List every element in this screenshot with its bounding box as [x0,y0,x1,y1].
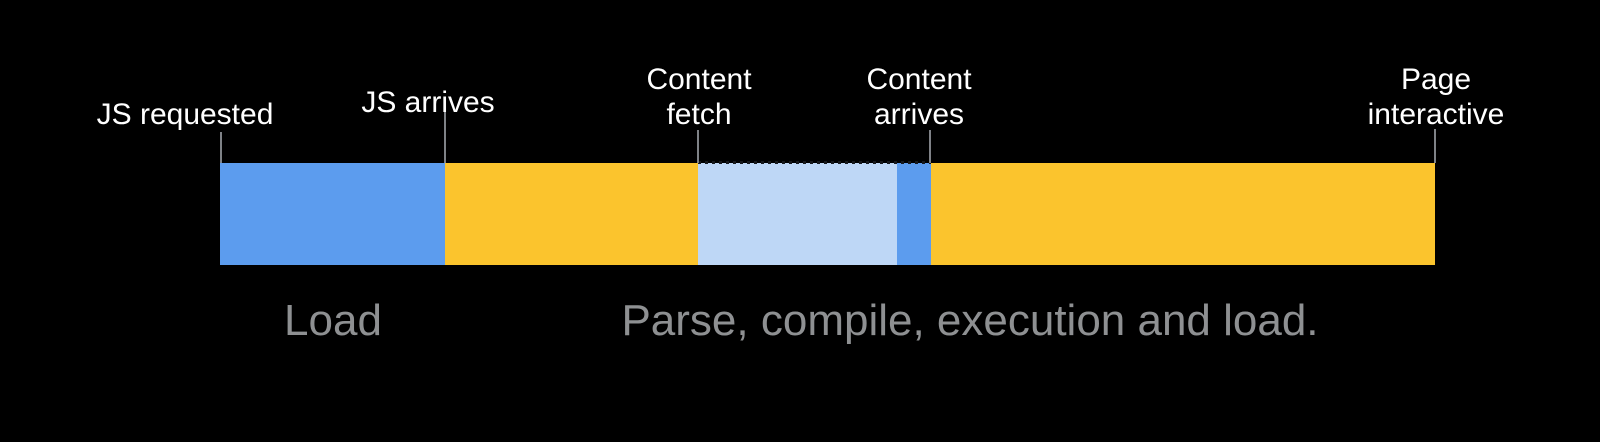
phase-label-load: Load [284,296,382,345]
segment-execution-load [931,163,1435,265]
event-tick-js-requested [220,132,222,163]
event-tick-page-interactive [1434,129,1436,163]
event-tick-js-arrives [444,112,446,163]
event-label-line: JS arrives [361,86,495,119]
event-label-line: Page [1400,63,1472,96]
segment-parse-compile [445,163,698,265]
segment-content-blue [897,163,931,265]
event-tick-content-fetch [697,130,699,163]
event-label-line: JS requested [96,98,274,131]
segment-content-fetch [698,163,897,265]
event-tick-content-arrives [929,130,931,163]
event-label-js-arrives: JS arrives [361,85,494,120]
event-label-line: fetch [666,98,732,131]
event-label-line: interactive [1367,98,1505,131]
phase-label-parse-compile-execution-load: Parse, compile, execution and load. [621,296,1319,345]
segment-js-download [220,163,445,265]
content-fetch-dotted-line [698,161,931,164]
event-label-line: Content [866,63,972,96]
event-label-js-requested: JS requested [97,97,274,132]
timeline-bar [220,163,1435,265]
event-label-line: Content [646,63,752,96]
event-label-line: arrives [873,98,965,131]
